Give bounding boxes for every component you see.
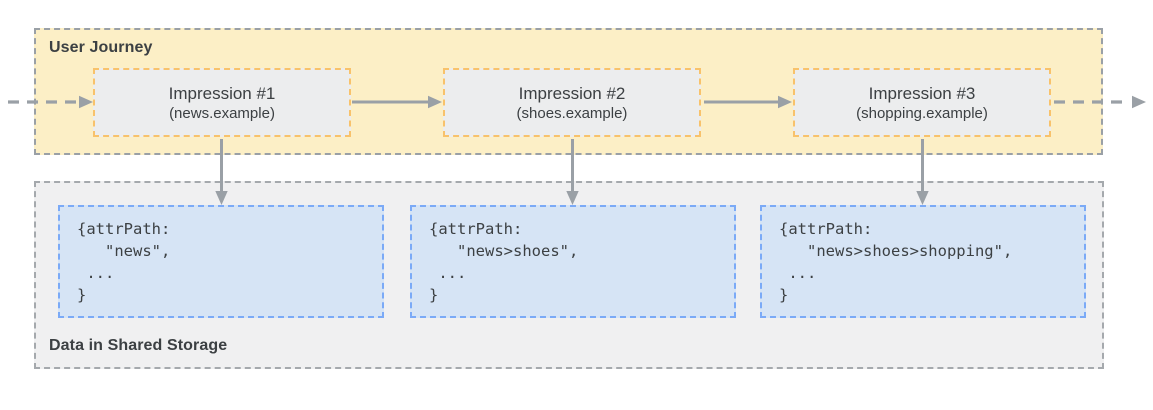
storage-entry-1-code: {attrPath: "news", ... } [77,220,171,304]
impression-3-box: Impression #3 (shopping.example) [793,68,1051,137]
storage-entry-3-code: {attrPath: "news>shoes>shopping", ... } [779,220,1013,304]
storage-entry-3-box: {attrPath: "news>shoes>shopping", ... } [760,205,1086,318]
impression-2-box: Impression #2 (shoes.example) [443,68,701,137]
impression-1-title: Impression #1 [168,83,276,103]
storage-entry-2-code: {attrPath: "news>shoes", ... } [429,220,579,304]
storage-entry-1-box: {attrPath: "news", ... } [58,205,384,318]
arrowhead-right-icon [1132,95,1146,109]
shared-storage-label: Data in Shared Storage [49,337,228,354]
impression-1-box: Impression #1 (news.example) [93,68,351,137]
impression-3-site: (shopping.example) [856,104,988,122]
impression-2-site: (shoes.example) [516,104,628,122]
impression-1-site: (news.example) [169,104,275,122]
impression-3-title: Impression #3 [868,83,976,103]
user-journey-label: User Journey [49,39,153,56]
impression-2-title: Impression #2 [518,83,626,103]
storage-entry-2-box: {attrPath: "news>shoes", ... } [410,205,736,318]
